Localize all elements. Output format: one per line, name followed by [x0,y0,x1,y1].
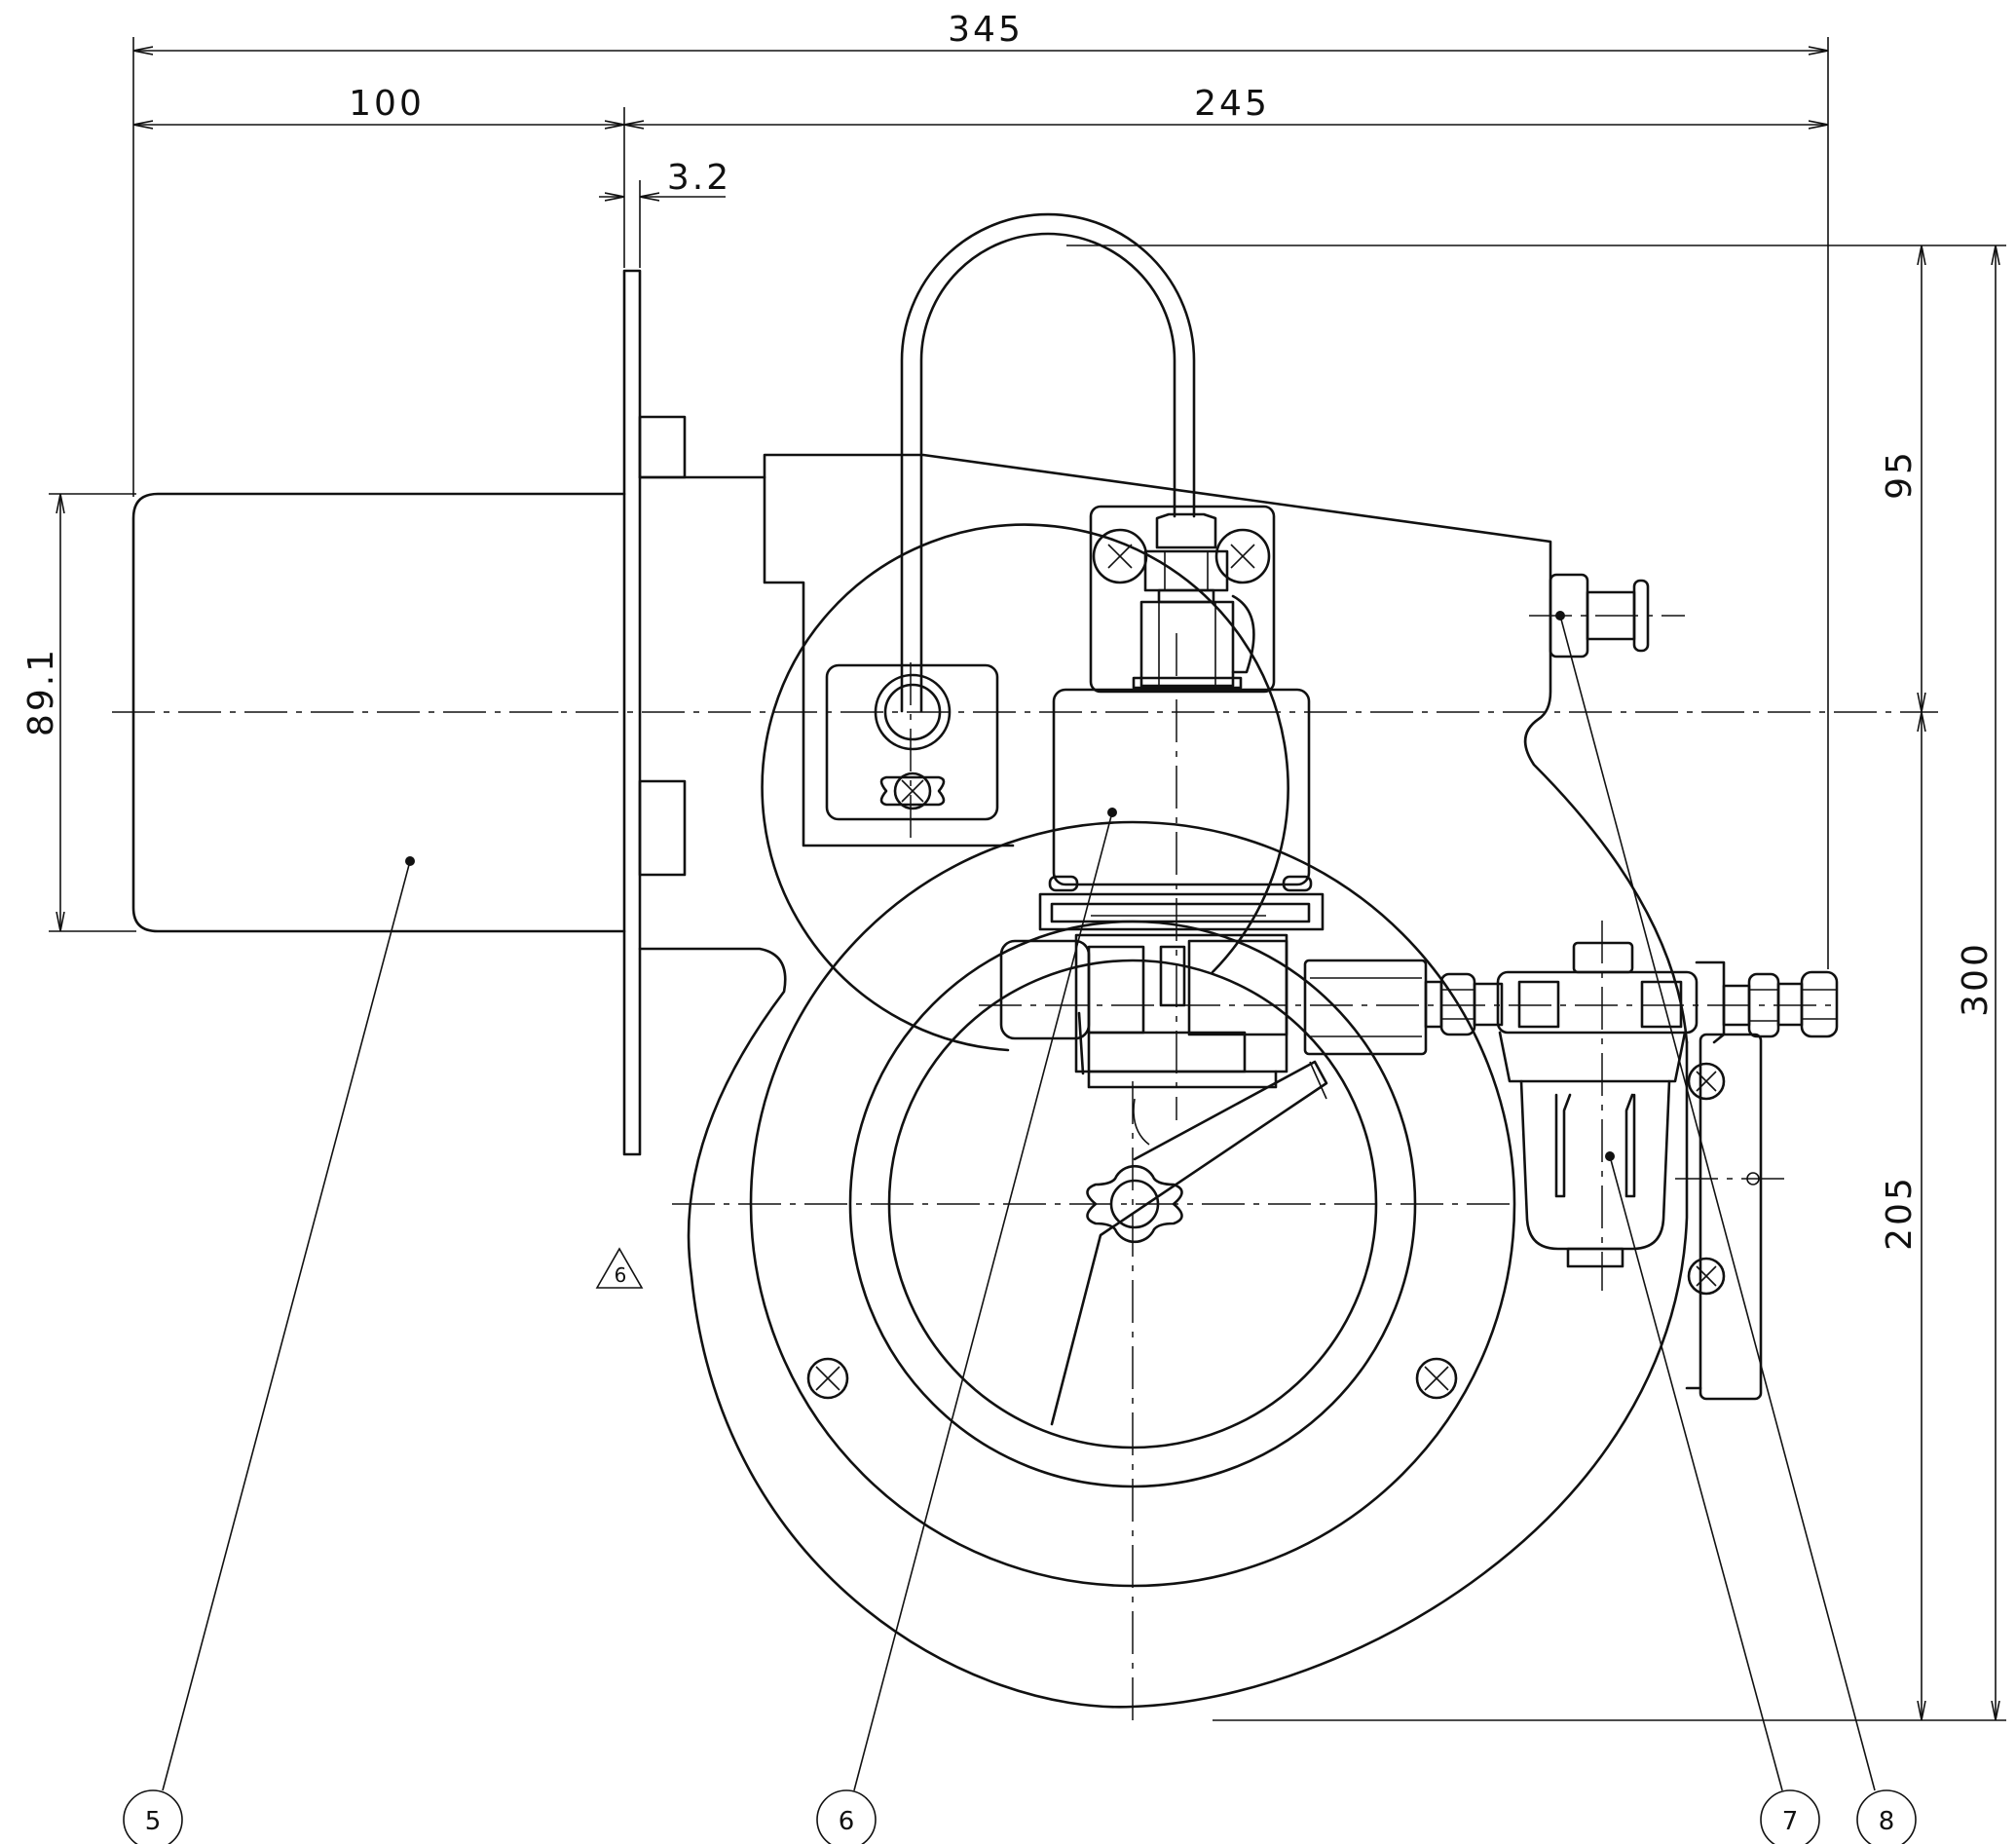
motor-body [131,492,626,933]
hose-nipple [1549,573,1650,659]
oil-filter [1303,941,1839,1401]
revision-mark: 6 [595,1247,644,1289]
dim-height-below-center: 205 [1880,1175,1920,1251]
callout-balloon-7: 7 [1760,1789,1820,1844]
dim-overall-width: 345 [948,10,1024,50]
dim-flange-to-back: 100 [349,84,425,124]
flange-screw-right [1415,1357,1458,1400]
solenoid-valve [999,505,1327,1146]
callout-number: 6 [839,1807,855,1836]
dim-tube-diameter: 89.1 [21,647,61,736]
blower-housing: 6 [595,453,1689,1709]
center-lines [112,615,1938,1729]
dim-overall-height: 300 [1956,941,1996,1017]
callout-balloon-5: 5 [123,1789,183,1844]
flange-screw-left [806,1357,849,1400]
callout-balloon-6: 6 [816,1789,877,1844]
callout-number: 7 [1782,1807,1799,1836]
callout-number: 8 [1879,1807,1895,1836]
dimension-lines [49,37,2006,1721]
svg-text:6: 6 [615,1263,627,1287]
oil-tube [825,212,1196,821]
dimension-labels: 345 100 245 3.2 89.1 95 205 300 [21,10,1996,1251]
dim-flange-thickness: 3.2 [667,158,731,198]
callout-number: 5 [145,1807,162,1836]
leader-lines [162,611,1876,1791]
dim-flange-to-front: 245 [1194,84,1270,124]
callout-balloon-8: 8 [1856,1789,1917,1844]
dim-height-above-center: 95 [1880,449,1920,500]
